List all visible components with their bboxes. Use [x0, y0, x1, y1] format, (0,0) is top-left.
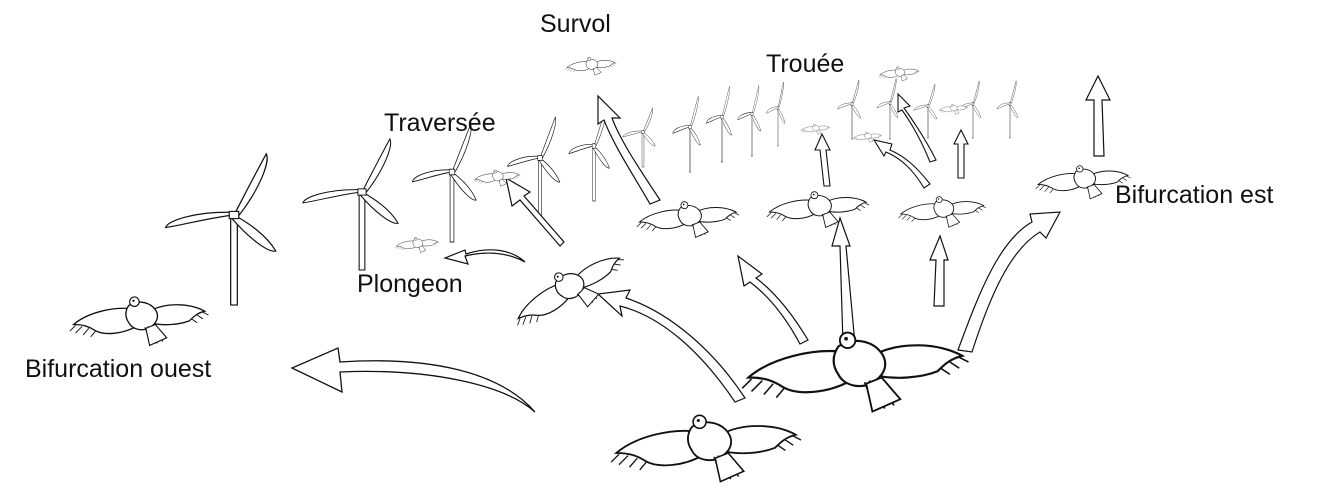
bird-small-a: [801, 124, 830, 134]
wind-turbine: [569, 109, 610, 201]
wind-turbine: [303, 139, 398, 270]
bird-middle-center: [767, 192, 869, 228]
bird-diving-left: [505, 245, 636, 337]
wind-turbine: [706, 86, 732, 162]
label-bifurcation-est: Bifurcation est: [1115, 183, 1273, 208]
arrow-trouee-2: [874, 140, 930, 188]
arrow-traversee: [506, 178, 564, 246]
wind-turbine: [997, 81, 1018, 138]
wind-turbine: [412, 124, 476, 242]
arrow-center-up: [832, 218, 855, 344]
arrow-est-up: [1086, 76, 1110, 156]
label-trouee: Trouée: [766, 52, 844, 77]
wind-turbine: [673, 96, 701, 172]
label-bifurcation-ouest: Bifurcation ouest: [25, 357, 211, 382]
wind-turbine: [877, 79, 898, 139]
bird-big-center: [742, 333, 968, 412]
arrow-center-right: [930, 236, 948, 306]
arrow-bifurcation-ouest: [292, 348, 535, 412]
arrow-trouee-3: [954, 130, 968, 178]
arrow-front-left: [598, 290, 745, 402]
bird-big-bottom: [611, 415, 801, 481]
bird-middle-right: [898, 197, 986, 228]
bird-middle-left: [637, 202, 739, 238]
arrow-plongeon: [445, 250, 525, 264]
bird-bifurcation-ouest: [70, 297, 209, 345]
wind-turbine: [166, 154, 276, 305]
label-plongeon: Plongeon: [357, 272, 463, 297]
bird-trouee: [879, 67, 920, 81]
arrow-bifurcation-est: [958, 212, 1060, 352]
wind-turbine: [766, 82, 785, 146]
label-traversee: Traversée: [384, 111, 496, 136]
label-survol: Survol: [540, 12, 611, 37]
arrow-trouee-1: [815, 134, 830, 186]
wind-turbine: [738, 85, 761, 156]
arrow-center-left: [738, 256, 808, 344]
bird-plongeon: [395, 237, 439, 252]
bird-survol: [565, 57, 616, 75]
wind-turbine: [838, 80, 861, 139]
arrow-trouee-4: [898, 94, 936, 162]
